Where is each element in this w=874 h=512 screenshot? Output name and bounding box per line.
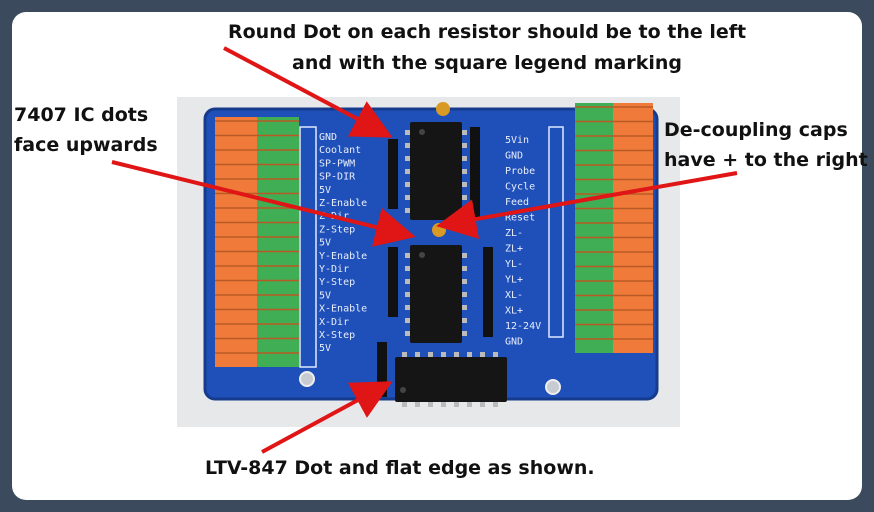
right-pin-label: 12-24V [505,321,541,332]
left-pin-label: Y-Dir [319,264,349,275]
left-pin-label: Z-Enable [319,198,367,209]
caps-arrow [436,171,738,239]
left-pin-label: Y-Step [319,277,355,288]
resistor-note-line1: Round Dot on each resistor should be to … [228,21,747,43]
right-pin-label: YL- [505,259,523,270]
left-terminal-block [215,117,299,367]
left-pin-label: X-Dir [319,317,349,328]
left-pin-label: 5V [319,290,331,301]
resistor-array-r3 [470,127,480,217]
pcb-board: GNDCoolantSP-PWMSP-DIR5VZ-EnableZ-DirZ-S… [203,102,659,407]
right-pin-label: Reset [505,213,535,224]
resistor-note-line2: and with the square legend marking [292,52,682,74]
right-pin-label: Feed [505,197,529,208]
left-pin-label: GND [319,132,337,143]
ltv-note: LTV-847 Dot and flat edge as shown. [205,457,595,479]
image-frame: GNDCoolantSP-PWMSP-DIR5VZ-EnableZ-DirZ-S… [12,12,868,500]
left-pin-label: Z-Step [319,224,355,235]
right-pin-label: YL+ [505,275,523,286]
right-pin-label: XL- [505,290,523,301]
ic-arrow [111,160,416,247]
left-pin-label: Y-Enable [319,251,367,262]
right-pin-label: Cycle [505,182,535,193]
left-pin-label: Coolant [319,145,361,156]
ic-7407-bottom [410,245,462,343]
ic-note-line2: face upwards [14,134,158,156]
resistor-array-r5 [483,247,493,337]
left-pin-label: SP-DIR [319,172,356,183]
resistor-array-r4 [388,247,398,317]
pcb-photo: GNDCoolantSP-PWMSP-DIR5VZ-EnableZ-DirZ-S… [177,97,680,427]
ltv-arrow [261,381,393,454]
caps-note-line2: have + to the right [664,149,868,171]
right-pin-label: 5Vin [505,135,529,146]
left-pin-label: X-Step [319,330,355,341]
right-pin-label: ZL- [505,228,523,239]
ic-note-line1: 7407 IC dots [14,104,149,126]
right-pin-label: ZL+ [505,244,523,255]
right-pin-label: GND [505,337,523,348]
left-pin-label: X-Enable [319,304,367,315]
annotation-arrows [111,46,738,454]
resistor-arrow [223,46,393,138]
mounting-hole [299,371,315,387]
left-pin-label: 5V [319,185,331,196]
ic-ltv-847 [395,357,507,402]
decoupling-cap-top [436,102,450,116]
right-pin-label: GND [505,151,523,162]
right-pin-label: Probe [505,166,535,177]
ic-7407-top [410,122,462,220]
right-pin-label: XL+ [505,306,523,317]
caps-note-line1: De-coupling caps [664,119,848,141]
mounting-hole [545,379,561,395]
left-pin-label: 5V [319,343,331,354]
resistor-array-r2 [388,139,398,209]
left-pin-label: 5V [319,238,331,249]
left-pin-label: SP-PWM [319,158,355,169]
resistor-array-r1 [377,342,387,397]
right-terminal-block [575,103,653,353]
